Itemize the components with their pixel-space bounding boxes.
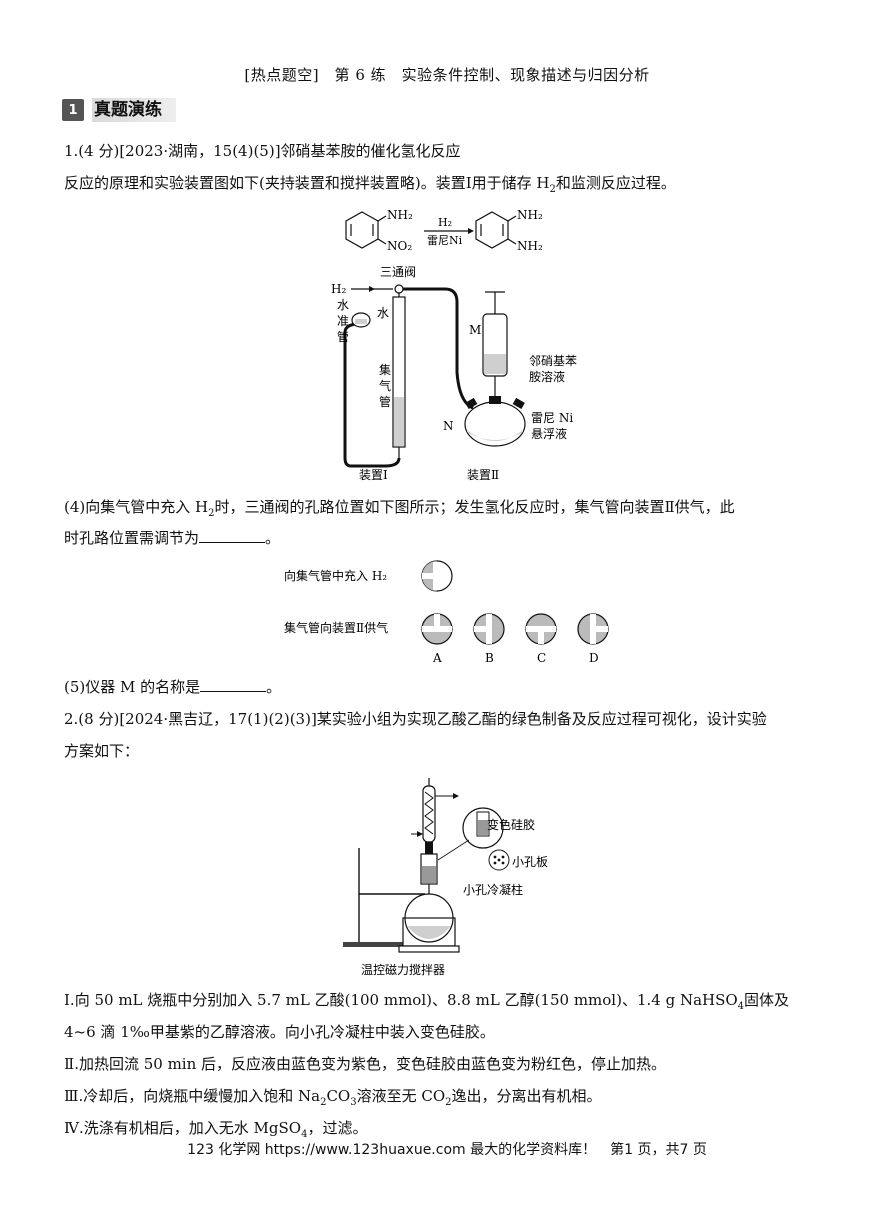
valve-row2-label: 集气管向装置Ⅱ供气 bbox=[284, 620, 388, 635]
stirrer-label: 温控磁力搅拌器 bbox=[361, 962, 445, 977]
step3-line: Ⅲ.冷却后，向烧瓶中缓慢加入饱和 Na2CO3溶液至无 CO2逸出，分离出有机相… bbox=[64, 1087, 602, 1108]
level-tube-label-3: 管 bbox=[337, 329, 349, 344]
reaction-scheme: NH₂ NO₂ H₂ 雷尼Ni NH₂ NH₂ bbox=[345, 208, 543, 253]
reaction-arrowhead bbox=[468, 228, 474, 234]
column-label: 小孔冷凝柱 bbox=[463, 882, 523, 897]
q2-head2: 方案如下： bbox=[64, 742, 140, 760]
gas-tube-label-3: 管 bbox=[379, 394, 391, 409]
catalyst-label: 雷尼Ni bbox=[427, 234, 463, 247]
page-footer: 123 化学网 https://www.123huaxue.com 最大的化学资… bbox=[187, 1142, 707, 1158]
valve-option-d-icon[interactable] bbox=[577, 613, 609, 645]
product-benzene-ring bbox=[475, 211, 517, 249]
reactant-bottom-group: NO₂ bbox=[387, 239, 412, 253]
valve-positions-figure: 向集气管中充入 H₂ 集气管向装置Ⅱ供气 A B C D bbox=[284, 560, 609, 665]
step1-line1: Ⅰ.向 50 mL 烧瓶中分别加入 5.7 mL 乙酸(100 mmol)、8.… bbox=[64, 991, 790, 1012]
q4-answer-blank[interactable] bbox=[199, 528, 266, 543]
ni-label-1: 雷尼 Ni bbox=[531, 411, 573, 425]
q1-intro: 反应的原理和实验装置图如下(夹持装置和搅拌装置略)。装置Ⅰ用于储存 H2和监测反… bbox=[64, 174, 676, 195]
valve-option-c-icon[interactable] bbox=[525, 613, 557, 645]
q5-line: (5)仪器 M 的名称是。 bbox=[64, 677, 282, 696]
n-label: N bbox=[443, 419, 454, 433]
gas-tube-water bbox=[394, 397, 404, 446]
page-title: [热点题空] 第 6 练 实验条件控制、现象描述与归因分析 bbox=[244, 66, 650, 84]
step4-line: Ⅳ.洗涤有机相后，加入无水 MgSO4，过滤。 bbox=[64, 1119, 368, 1140]
product-bottom-group: NH₂ bbox=[517, 239, 543, 253]
solution-label-2: 胺溶液 bbox=[529, 369, 565, 384]
reactant-benzene-ring bbox=[345, 211, 387, 249]
gas-tube-label-2: 气 bbox=[379, 378, 391, 393]
valve-row1-label: 向集气管中充入 H₂ bbox=[284, 568, 387, 583]
level-tube-label-2: 准 bbox=[337, 314, 349, 328]
h2-inlet-label: H₂ bbox=[331, 282, 346, 296]
valve-option-b-icon[interactable] bbox=[473, 613, 505, 645]
valve-current-icon bbox=[421, 560, 453, 592]
q5-answer-blank[interactable] bbox=[200, 677, 267, 692]
hydrogenation-apparatus: H₂ 三通阀 水 水 准 管 集 气 管 M N 邻硝基苯 胺溶液 雷尼 Ni … bbox=[331, 265, 577, 482]
three-neck-flask bbox=[464, 401, 526, 447]
valve-label: 三通阀 bbox=[380, 265, 416, 279]
ni-label-2: 悬浮液 bbox=[531, 426, 567, 441]
m-label: M bbox=[469, 323, 481, 337]
q4-line1: (4)向集气管中充入 H2时，三通阀的孔路位置如下图所示；发生氢化反应时，集气管… bbox=[64, 498, 735, 519]
q1-head: 1.(4 分)[2023·湖南，15(4)(5)]邻硝基苯胺的催化氢化反应 bbox=[64, 142, 461, 160]
h2-arrow-icon bbox=[369, 286, 375, 292]
reactant-top-group: NH₂ bbox=[387, 208, 413, 222]
rubber-tube bbox=[343, 322, 401, 468]
reagent-label: H₂ bbox=[438, 216, 452, 229]
level-tube-label-1: 水 bbox=[337, 298, 349, 312]
section-number-icon: 1 bbox=[62, 99, 84, 121]
plate-label: 小孔板 bbox=[512, 855, 548, 869]
valve-option-a-icon[interactable] bbox=[421, 613, 453, 645]
water-label: 水 bbox=[377, 306, 389, 320]
product-top-group: NH₂ bbox=[517, 208, 543, 222]
section-label: 真题演练 bbox=[92, 98, 176, 122]
solution-label-1: 邻硝基苯 bbox=[529, 354, 577, 368]
section-header: 1 真题演练 bbox=[62, 97, 176, 123]
q2-head: 2.(8 分)[2024·黑吉辽，17(1)(2)(3)]某实验小组为实现乙酸乙… bbox=[64, 710, 767, 728]
option-c-label: C bbox=[537, 651, 546, 665]
option-d-label: D bbox=[589, 651, 599, 665]
ester-apparatus: 变色硅胶 小孔板 小孔冷凝柱 温控磁力搅拌器 bbox=[343, 778, 548, 977]
gas-tube-label-1: 集 bbox=[379, 362, 391, 377]
apparatus-1-label: 装置Ⅰ bbox=[359, 468, 388, 482]
three-way-valve-icon bbox=[394, 284, 404, 294]
step2-line: Ⅱ.加热回流 50 min 后，反应液由蓝色变为紫色，变色硅胶由蓝色变为粉红色，… bbox=[64, 1055, 667, 1073]
gel-label: 变色硅胶 bbox=[487, 817, 535, 832]
step1-line2: 4~6 滴 1‰甲基紫的乙醇溶液。向小孔冷凝柱中装入变色硅胶。 bbox=[64, 1023, 495, 1041]
magnetic-stirrer bbox=[398, 945, 460, 953]
stand-base bbox=[343, 942, 403, 947]
connecting-hose bbox=[403, 287, 474, 410]
option-a-label: A bbox=[432, 651, 442, 665]
option-b-label: B bbox=[485, 651, 494, 665]
q4-line2: 时孔路位置需调节为。 bbox=[64, 528, 281, 547]
apparatus-2-label: 装置Ⅱ bbox=[467, 468, 499, 482]
